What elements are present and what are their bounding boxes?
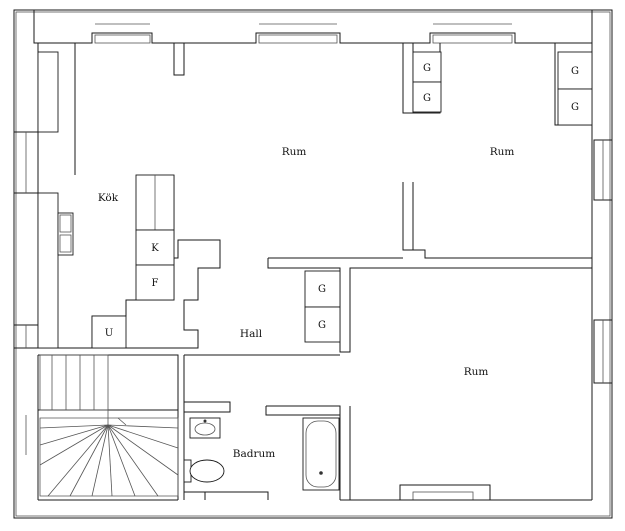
kitchen-counter bbox=[37, 51, 175, 349]
outer-walls bbox=[13, 9, 613, 519]
room-labels: Kök Rum Rum Rum Hall Badrum bbox=[98, 146, 514, 460]
wardrobe-g-6: G bbox=[318, 320, 326, 331]
oven-label: U bbox=[105, 328, 113, 339]
wardrobe-g-2: G bbox=[423, 93, 431, 104]
wardrobe-g-3: G bbox=[571, 66, 579, 77]
toilet-icon bbox=[183, 459, 225, 483]
bathtub-icon bbox=[302, 417, 340, 491]
wardrobe-g-4: G bbox=[571, 102, 579, 113]
wardrobes: G G G G G G bbox=[304, 51, 593, 343]
room-label-rum-lower: Rum bbox=[464, 366, 489, 378]
appliances: K F U bbox=[91, 229, 175, 349]
room-label-kok: Kök bbox=[98, 192, 119, 204]
room-label-hall: Hall bbox=[240, 328, 263, 340]
staircase-icon bbox=[39, 354, 179, 497]
freezer-label: F bbox=[152, 278, 159, 289]
room-label-badrum: Badrum bbox=[233, 448, 275, 460]
wardrobe-g-1: G bbox=[423, 63, 431, 74]
oven-box bbox=[91, 315, 127, 349]
room-label-rum-right: Rum bbox=[490, 146, 515, 158]
wardrobe-g-5: G bbox=[318, 284, 326, 295]
bathroom-fixtures bbox=[183, 417, 340, 491]
sink-icon bbox=[57, 212, 74, 256]
freezer-box bbox=[135, 264, 175, 301]
fridge-box bbox=[135, 229, 175, 266]
room-label-rum-center: Rum bbox=[282, 146, 307, 158]
fridge-label: K bbox=[151, 243, 159, 254]
